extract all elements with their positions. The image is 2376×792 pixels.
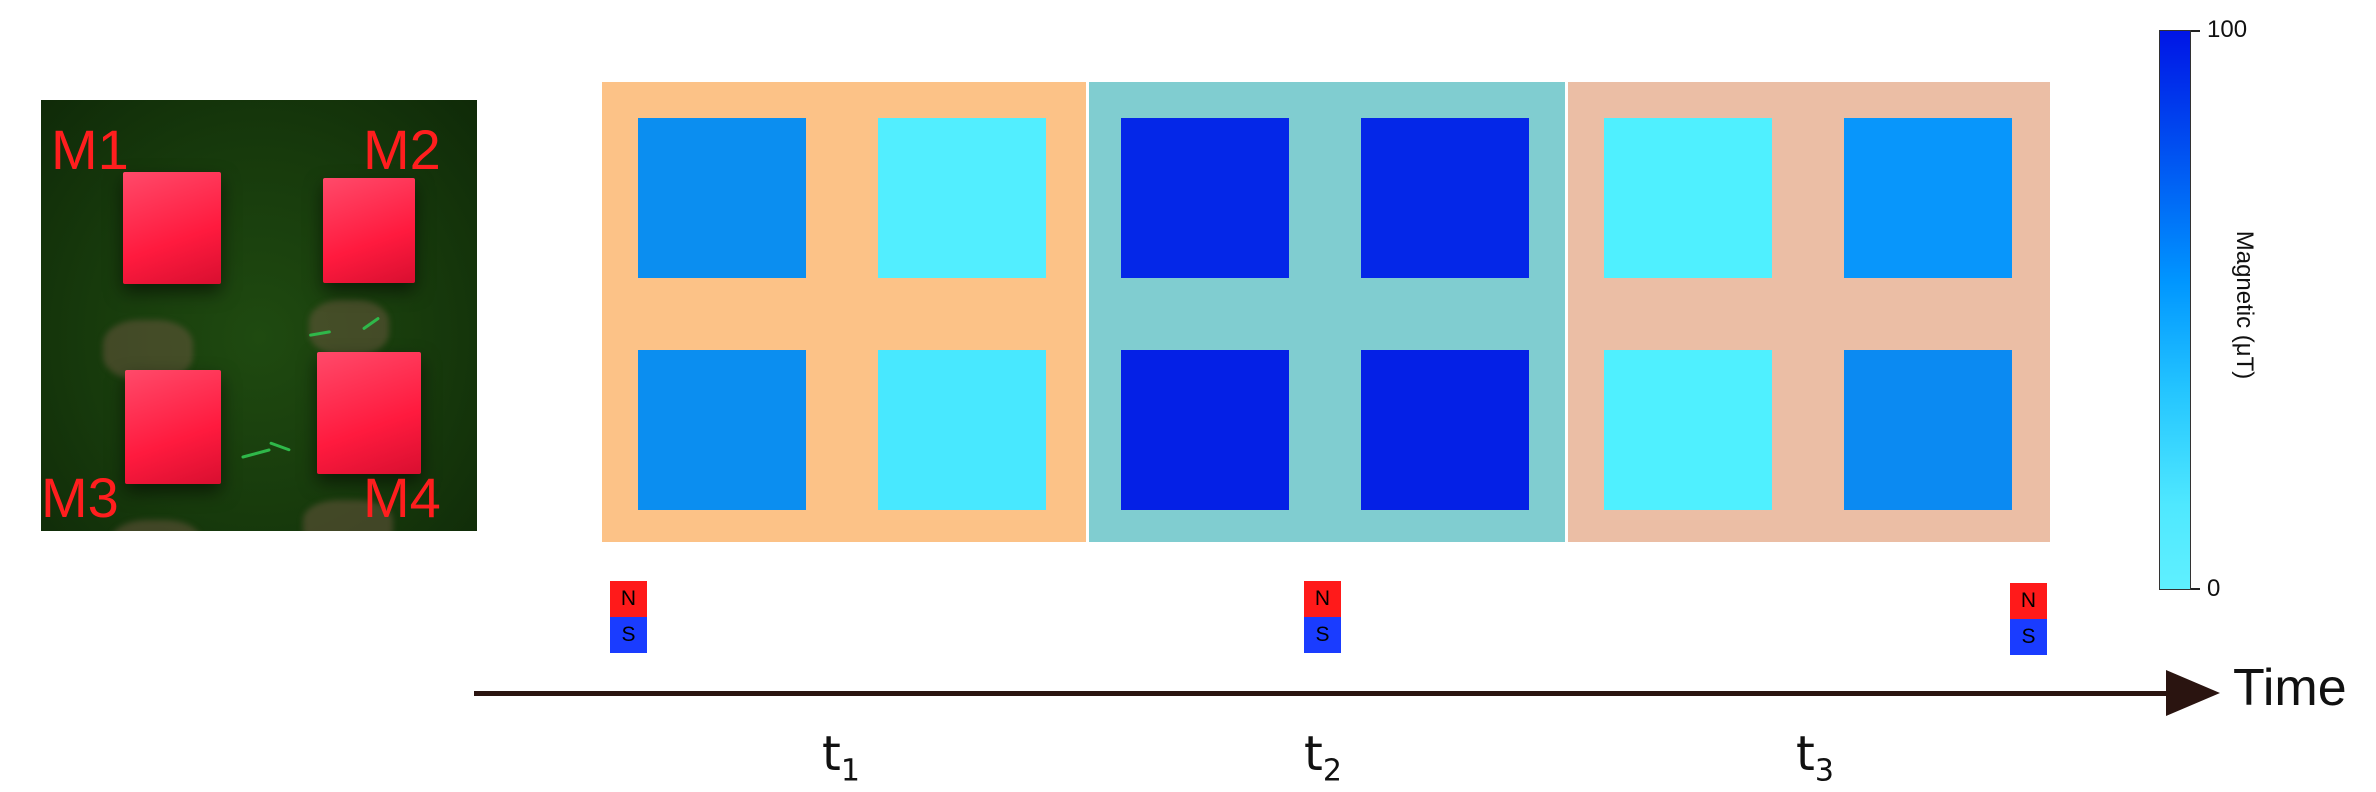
arrow-head-icon [2166, 670, 2220, 716]
cell-m4 [1361, 350, 1529, 510]
cell-m4 [1844, 350, 2012, 510]
magnet-photo: M1 M2 M3 M4 [41, 100, 477, 531]
time-label-sub: 1 [840, 753, 860, 789]
magnet-icon: N S [1304, 581, 1341, 653]
magnet-m1 [123, 172, 221, 284]
magnet-m2 [323, 178, 415, 283]
time-label-sub: 2 [1322, 753, 1342, 789]
label-m1: M1 [51, 118, 129, 181]
colorbar-tick-max [2191, 30, 2200, 32]
north-pole: N [2010, 583, 2047, 619]
cell-m3 [1121, 350, 1289, 510]
panel-divider [1565, 82, 1568, 542]
time-label-base: t [1796, 726, 1815, 782]
time-axis-line [474, 691, 2174, 696]
colorbar-tick-min [2191, 588, 2200, 590]
cell-m2 [1844, 118, 2012, 278]
time-label-base: t [822, 726, 841, 782]
label-m2: M2 [363, 118, 441, 181]
colorbar [2159, 30, 2191, 590]
time-label-t1: t1 [822, 730, 860, 787]
north-pole: N [610, 581, 647, 617]
colorbar-min-label: 0 [2207, 575, 2221, 602]
shadow [303, 500, 393, 531]
panel-t3 [1568, 82, 2050, 542]
south-pole: S [2010, 619, 2047, 655]
panel-t2 [1089, 82, 1565, 542]
cell-m3 [638, 350, 806, 510]
colorbar-max-label: 100 [2207, 16, 2248, 43]
cell-m2 [878, 118, 1046, 278]
green-strand [269, 441, 291, 452]
time-label-sub: 3 [1814, 753, 1834, 789]
magnet-icon: N S [610, 581, 647, 653]
cell-m1 [638, 118, 806, 278]
cell-m3 [1604, 350, 1772, 510]
magnet-icon: N S [2010, 583, 2047, 655]
cell-m2 [1361, 118, 1529, 278]
panel-divider [1086, 82, 1089, 542]
south-pole: S [1304, 617, 1341, 653]
time-label-t3: t3 [1796, 730, 1834, 787]
cell-m1 [1604, 118, 1772, 278]
time-label-base: t [1304, 726, 1323, 782]
colorbar-title: Magnetic (μT) [2231, 230, 2258, 380]
label-m4: M4 [363, 466, 441, 529]
magnet-m3 [125, 370, 221, 484]
south-pole: S [610, 617, 647, 653]
green-strand [241, 448, 271, 459]
cell-m1 [1121, 118, 1289, 278]
panel-t1 [602, 82, 1086, 542]
label-m3: M3 [41, 466, 119, 529]
magnet-m4 [317, 352, 421, 474]
time-label-t2: t2 [1304, 730, 1342, 787]
north-pole: N [1304, 581, 1341, 617]
shadow [111, 520, 201, 531]
shadow [309, 300, 389, 355]
cell-m4 [878, 350, 1046, 510]
time-axis-label: Time [2233, 659, 2347, 717]
